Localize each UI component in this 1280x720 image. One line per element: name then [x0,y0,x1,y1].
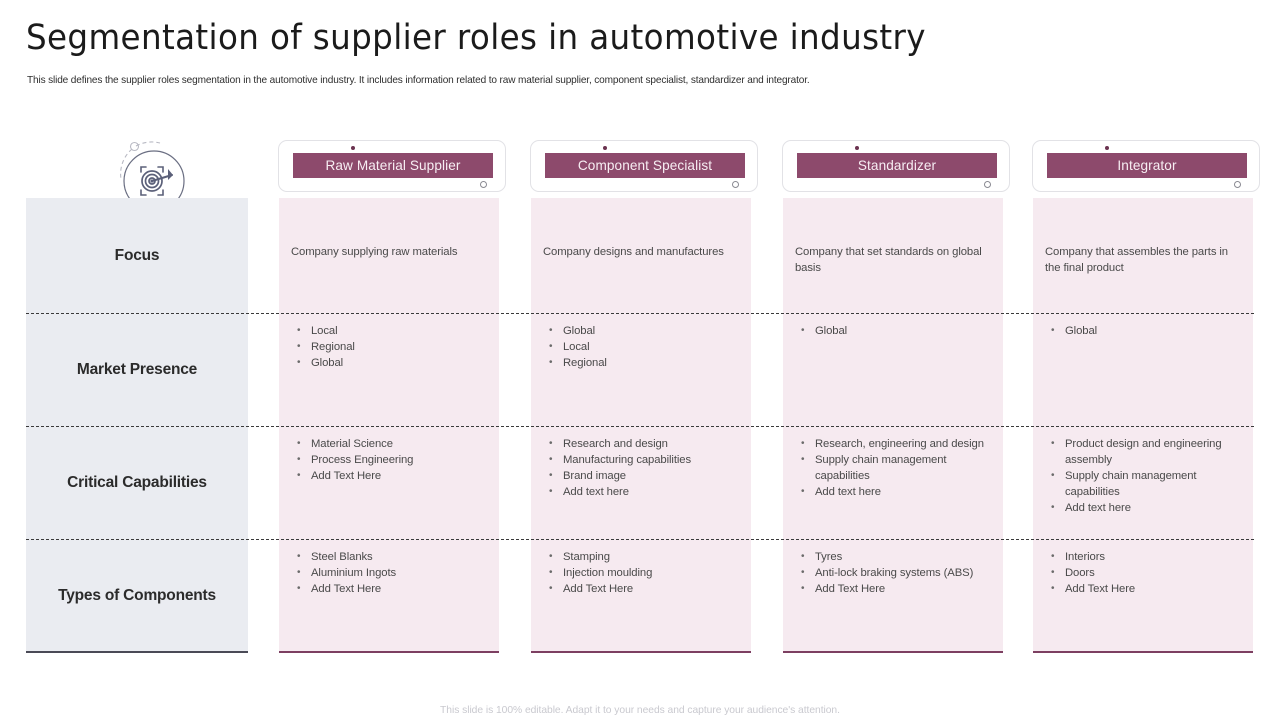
row-label-2: Critical Capabilities [67,473,207,491]
row-divider-1 [26,313,1254,314]
slide-subtitle: This slide defines the supplier roles se… [27,74,810,86]
card-dot-icon [603,146,607,150]
bullet-item: Research, engineering and design [795,436,989,452]
card-ring-icon [480,181,487,188]
card-dot-icon [1105,146,1109,150]
cell-1-1: GlobalLocalRegional [531,323,751,426]
bullet-item: Manufacturing capabilities [543,452,737,468]
bullet-item: Interiors [1045,549,1239,565]
row-label-3: Types of Components [58,587,216,604]
column-header-card-2[interactable]: Standardizer [782,140,1010,192]
bullet-item: Supply chain management capabilities [1045,468,1239,500]
bullet-item: Global [1045,323,1239,339]
row-label-0: Focus [114,246,160,264]
cell-0-1: Company designs and manufactures [543,246,724,258]
card-ring-icon [732,181,739,188]
cell-0-3: Company that assembles the parts in the … [1045,246,1228,274]
target-arrow-icon [110,135,196,221]
slide-title: Segmentation of supplier roles in automo… [26,18,926,58]
column-header-label-3: Integrator [1047,153,1247,178]
bullet-item: Global [795,323,989,339]
cell-2-2: Research, engineering and designSupply c… [783,436,1003,539]
column-header-label-0: Raw Material Supplier [293,153,493,178]
cell-0-0: Company supplying raw materials [291,246,458,258]
cell-2-3: Product design and engineering assemblyS… [1033,436,1253,539]
bullet-list: InteriorsDoorsAdd Text Here [1045,549,1239,597]
content-column-0: Company supplying raw materials LocalReg… [279,198,499,653]
bullet-item: Add Text Here [1045,581,1239,597]
bullet-item: Supply chain management capabilities [795,452,989,484]
bullet-item: Add text here [543,484,737,500]
bullet-item: Regional [291,339,485,355]
row-label-1: Market Presence [76,360,198,378]
bullet-list: LocalRegionalGlobal [291,323,485,371]
bullet-item: Material Science [291,436,485,452]
row-divider-2 [26,426,1254,427]
column-header-label-2: Standardizer [797,153,997,178]
bullet-item: Local [291,323,485,339]
row-divider-3 [26,539,1254,540]
card-ring-icon [984,181,991,188]
bullet-item: Add text here [1045,500,1239,516]
bullet-item: Global [543,323,737,339]
cell-1-3: Global [1033,323,1253,426]
bullet-item: Research and design [543,436,737,452]
bullet-item: Product design and engineering assembly [1045,436,1239,468]
bullet-item: Brand image [543,468,737,484]
row-label-column: Focus Market Presence Critical Capabilit… [26,198,248,653]
cell-3-3: InteriorsDoorsAdd Text Here [1033,549,1253,653]
cell-0-2: Company that set standards on global bas… [795,246,982,274]
card-ring-icon [1234,181,1241,188]
bullet-item: Anti-lock braking systems (ABS) [795,565,989,581]
card-dot-icon [351,146,355,150]
cell-1-0: LocalRegionalGlobal [279,323,499,426]
bullet-list: Global [1045,323,1239,339]
bullet-list: Material ScienceProcess EngineeringAdd T… [291,436,485,484]
bullet-item: Local [543,339,737,355]
cell-3-0: Steel BlanksAluminium IngotsAdd Text Her… [279,549,499,653]
bullet-list: Global [795,323,989,339]
bullet-item: Global [291,355,485,371]
column-header-card-1[interactable]: Component Specialist [530,140,758,192]
bullet-item: Aluminium Ingots [291,565,485,581]
cell-3-2: TyresAnti-lock braking systems (ABS)Add … [783,549,1003,653]
bullet-item: Add Text Here [543,581,737,597]
bullet-list: Product design and engineering assemblyS… [1045,436,1239,516]
bullet-list: StampingInjection mouldingAdd Text Here [543,549,737,597]
bullet-item: Add text here [795,484,989,500]
column-header-card-0[interactable]: Raw Material Supplier [278,140,506,192]
bullet-list: GlobalLocalRegional [543,323,737,371]
card-dot-icon [855,146,859,150]
cell-2-0: Material ScienceProcess EngineeringAdd T… [279,436,499,539]
content-column-1: Company designs and manufactures GlobalL… [531,198,751,653]
bullet-item: Process Engineering [291,452,485,468]
cell-2-1: Research and designManufacturing capabil… [531,436,751,539]
cell-3-1: StampingInjection mouldingAdd Text Here [531,549,751,653]
bullet-list: TyresAnti-lock braking systems (ABS)Add … [795,549,989,597]
content-column-3: Company that assembles the parts in the … [1033,198,1253,653]
bullet-item: Injection moulding [543,565,737,581]
column-header-card-3[interactable]: Integrator [1032,140,1260,192]
bullet-list: Research, engineering and designSupply c… [795,436,989,500]
bullet-item: Add Text Here [291,468,485,484]
bullet-item: Add Text Here [795,581,989,597]
bullet-item: Tyres [795,549,989,565]
bullet-item: Steel Blanks [291,549,485,565]
bullet-list: Research and designManufacturing capabil… [543,436,737,500]
bullet-item: Doors [1045,565,1239,581]
footer-note: This slide is 100% editable. Adapt it to… [440,705,840,716]
bullet-list: Steel BlanksAluminium IngotsAdd Text Her… [291,549,485,597]
bullet-item: Regional [543,355,737,371]
content-column-2: Company that set standards on global bas… [783,198,1003,653]
segmentation-matrix: Raw Material Supplier Component Speciali… [26,140,1260,655]
bullet-item: Stamping [543,549,737,565]
column-header-label-1: Component Specialist [545,153,745,178]
bullet-item: Add Text Here [291,581,485,597]
cell-1-2: Global [783,323,1003,426]
